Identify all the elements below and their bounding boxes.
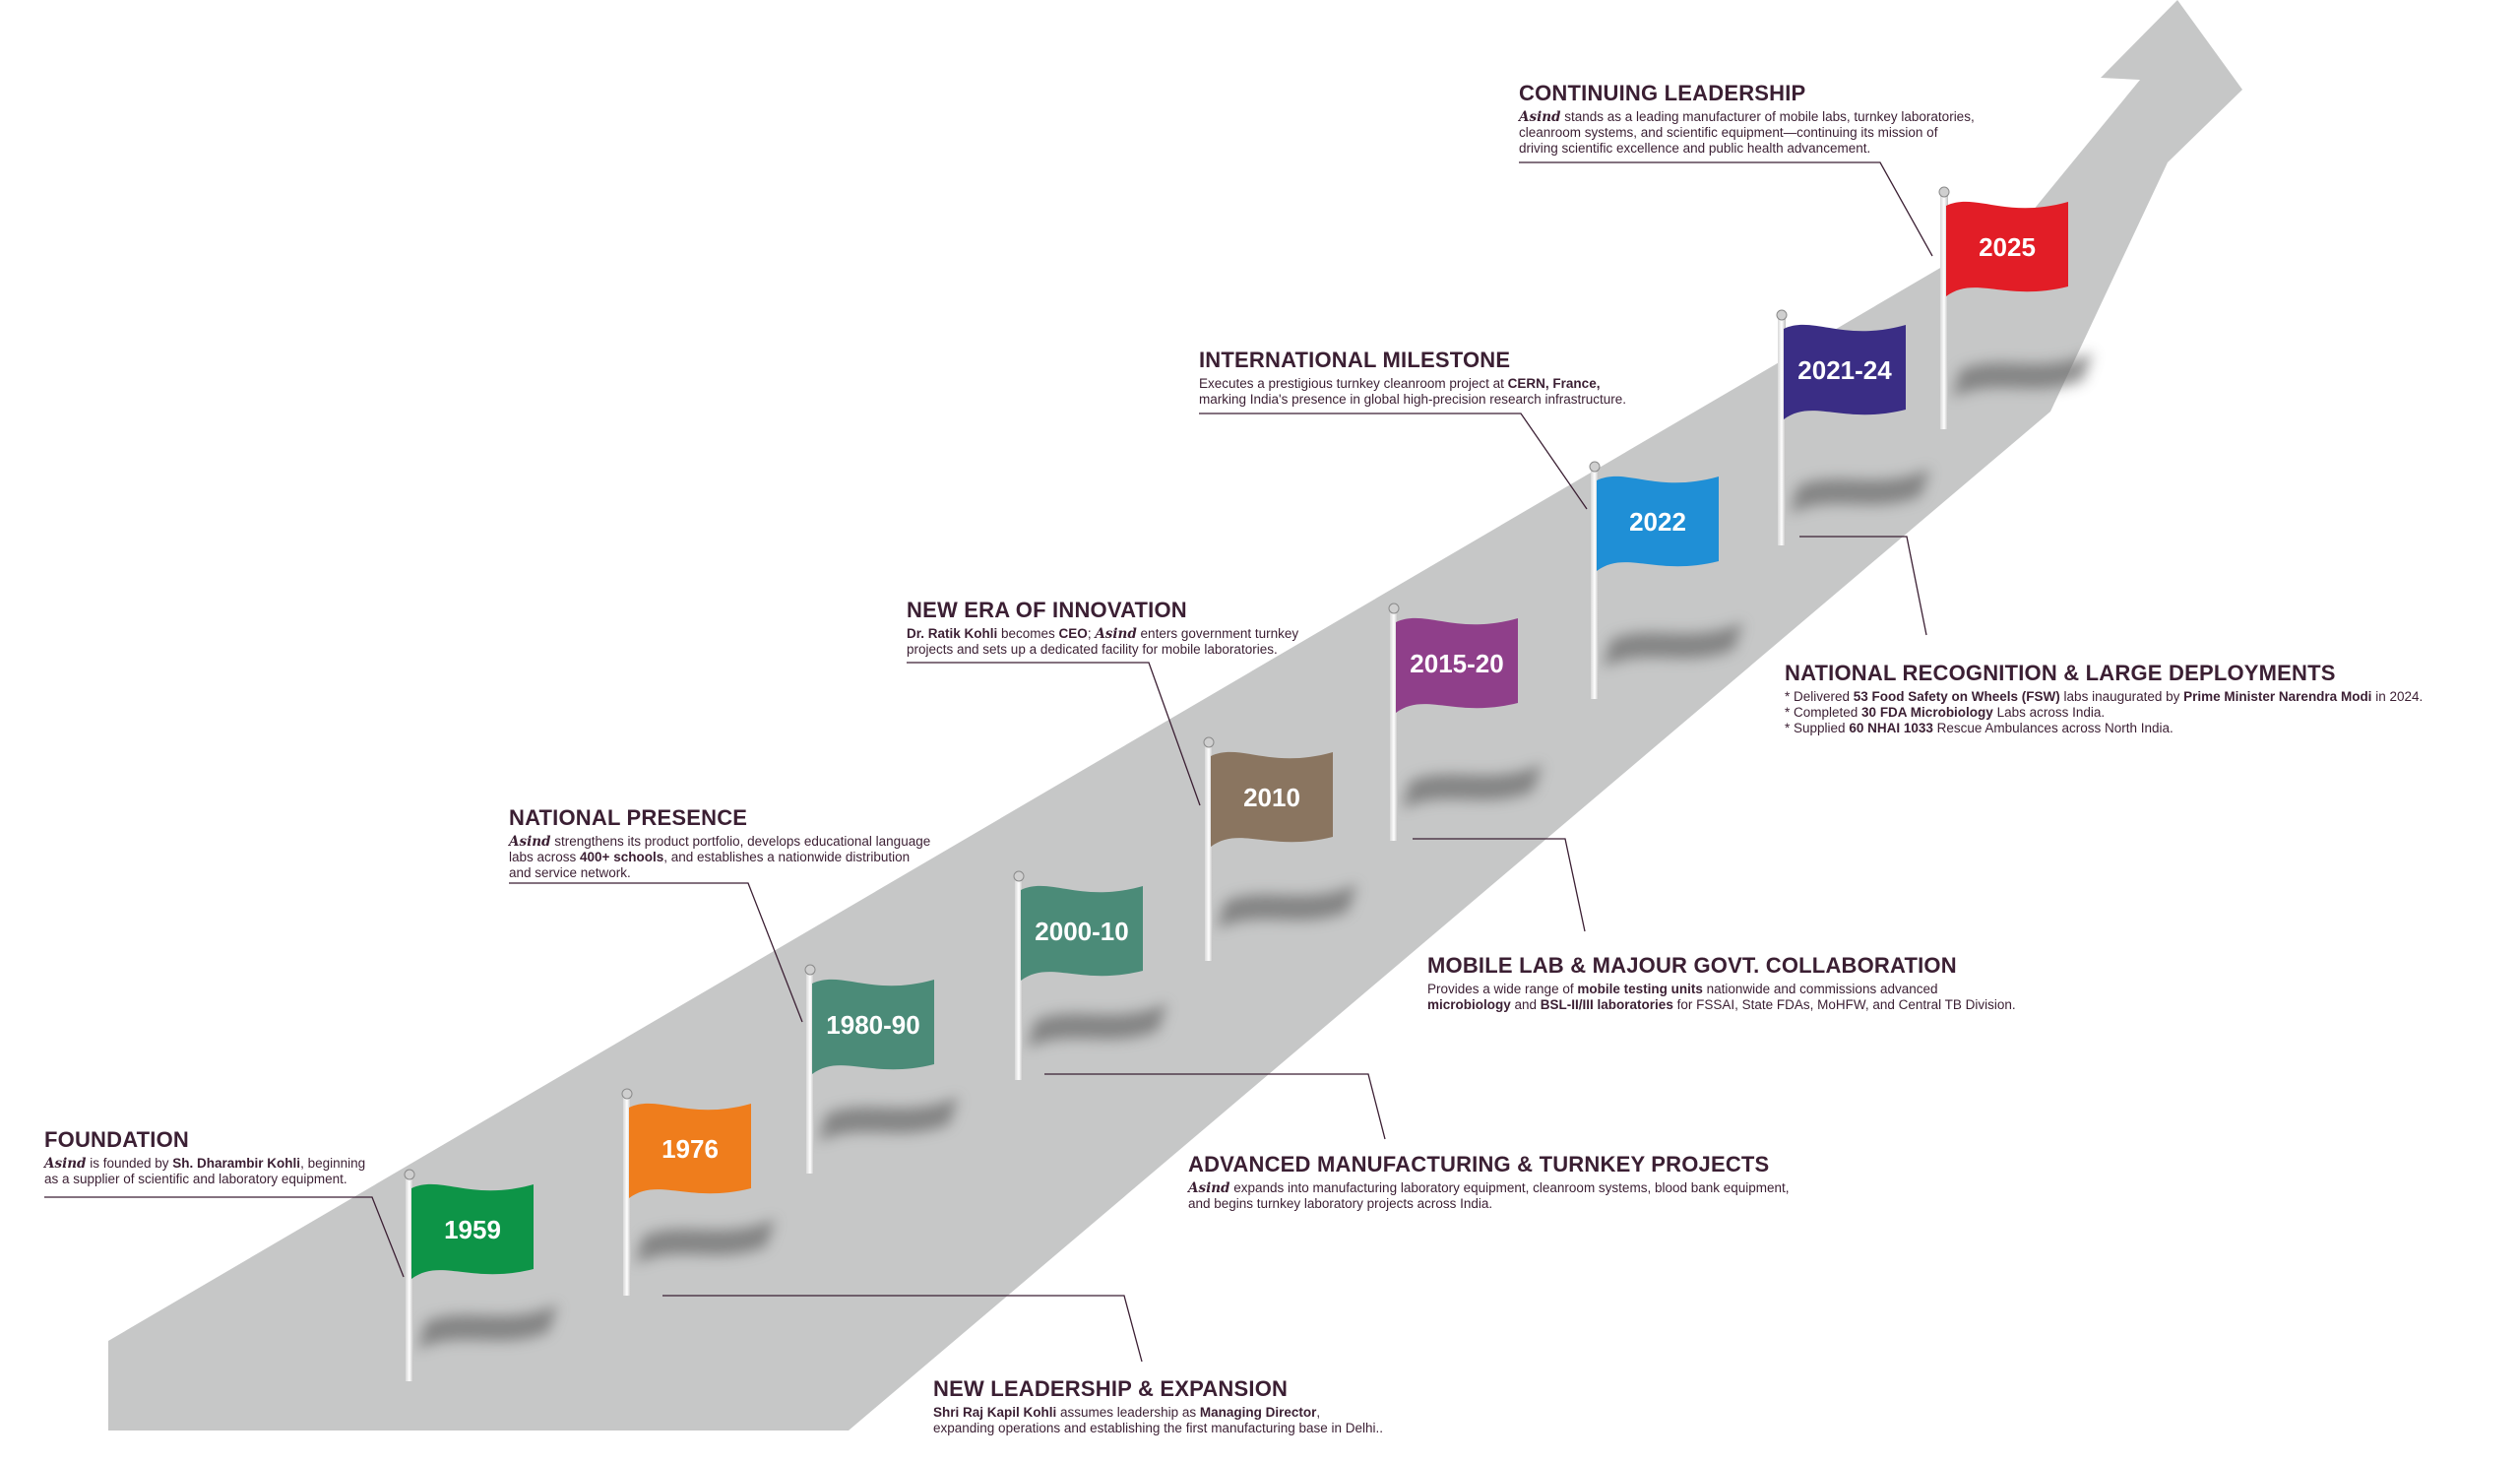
flag-shadow (1217, 884, 1357, 929)
flag-shadow (635, 1219, 776, 1264)
brand-logo-text: Asind (1188, 1180, 1230, 1196)
flag-shadow (1790, 469, 1930, 514)
pole-finial (804, 964, 816, 976)
flag-2021-24: 2021-24 (1776, 309, 1930, 545)
brand-logo-text: Asind (1095, 626, 1137, 642)
connector-foundation (44, 1196, 405, 1278)
flag-pole (806, 972, 814, 1174)
milestone-international: INTERNATIONAL MILESTONE Executes a prest… (1199, 348, 1627, 407)
brand-logo-text: Asind (1519, 109, 1561, 125)
flag-cloth (1597, 476, 1719, 571)
milestone-leadership: NEW LEADERSHIP & EXPANSION Shri Raj Kapi… (933, 1376, 1384, 1435)
connector-mobile (1413, 838, 1586, 932)
flag-year-label: 1959 (444, 1215, 501, 1244)
milestone-innovation: NEW ERA OF INNOVATION Dr. Ratik Kohli be… (907, 598, 1299, 657)
flag-1959: 1959 (404, 1169, 558, 1381)
milestone-manufacturing: ADVANCED MANUFACTURING & TURNKEY PROJECT… (1188, 1152, 1790, 1211)
flag-pole (1015, 878, 1023, 1080)
connector-manufacturing (1044, 1073, 1386, 1140)
flag-year-label: 2010 (1243, 783, 1300, 812)
flag-shadow (417, 1304, 558, 1350)
flag-year-label: 2000-10 (1035, 917, 1128, 946)
flag-shadow (1603, 622, 1743, 667)
milestone-title: NEW ERA OF INNOVATION (907, 598, 1187, 622)
flag-pole (406, 1176, 413, 1381)
milestone-recognition: NATIONAL RECOGNITION & LARGE DEPLOYMENTS… (1785, 661, 2424, 735)
milestone-title: NATIONAL PRESENCE (509, 805, 748, 830)
milestone-title: CONTINUING LEADERSHIP (1519, 81, 1806, 105)
milestone-foundation: FOUNDATION Asind is founded by Sh. Dhara… (44, 1127, 366, 1186)
flag-year-label: 2022 (1629, 507, 1686, 537)
flag-2022: 2022 (1589, 461, 1743, 699)
growth-road (108, 0, 2242, 1430)
flag-cloth (1784, 324, 1906, 419)
pole-finial (1938, 186, 1950, 198)
flag-pole (1390, 610, 1398, 841)
flag-shadow (818, 1097, 959, 1142)
flag-cloth (812, 979, 934, 1074)
connector-lines (44, 161, 1933, 1363)
flag-cloth (1211, 751, 1333, 847)
flag-year-label: 2025 (1979, 232, 2036, 262)
pole-finial (1203, 736, 1215, 748)
flag-cloth (1021, 885, 1143, 981)
flag-cloth (629, 1103, 751, 1198)
flag-shadow (1952, 352, 2093, 398)
pole-finial (1776, 309, 1788, 321)
connector-recognition (1799, 536, 1927, 636)
flag-year-label: 1980-90 (826, 1010, 919, 1040)
connector-leadership (662, 1295, 1143, 1363)
flag-year-label: 2015-20 (1410, 649, 1503, 678)
milestone-title: FOUNDATION (44, 1127, 190, 1152)
flag-2000-10: 2000-10 (1013, 870, 1167, 1080)
milestone-title: NEW LEADERSHIP & EXPANSION (933, 1376, 1289, 1401)
pole-finial (1013, 870, 1025, 882)
flag-pole (1205, 744, 1213, 961)
flag-2025: 2025 (1938, 186, 2093, 429)
flag-pole (1940, 194, 1948, 429)
pole-finial (621, 1088, 633, 1100)
brand-logo-text: Asind (509, 834, 551, 850)
flag-2015-20: 2015-20 (1388, 603, 1543, 841)
flag-cloth (1946, 201, 2068, 296)
pole-finial (1388, 603, 1400, 614)
flag-pole (623, 1096, 631, 1296)
flag-shadow (1027, 1003, 1167, 1049)
connector-international (1199, 413, 1588, 510)
flag-cloth (1396, 617, 1518, 713)
connector-innovation (907, 662, 1201, 806)
pole-finial (404, 1169, 415, 1180)
pole-finial (1589, 461, 1601, 473)
connector-continuing (1519, 161, 1933, 257)
flag-1980-90: 1980-90 (804, 964, 959, 1174)
milestone-title: MOBILE LAB & MAJOUR GOVT. COLLABORATION (1427, 953, 1957, 978)
milestone-title: ADVANCED MANUFACTURING & TURNKEY PROJECT… (1188, 1152, 1770, 1176)
flag-2010: 2010 (1203, 736, 1357, 961)
milestone-national-presence: NATIONAL PRESENCE Asind strengthens its … (509, 805, 931, 880)
flag-year-label: 2021-24 (1797, 355, 1892, 385)
flag-shadow (1402, 764, 1543, 809)
flag-year-label: 1976 (662, 1134, 719, 1164)
milestone-title: NATIONAL RECOGNITION & LARGE DEPLOYMENTS (1785, 661, 2336, 685)
milestone-continuing: CONTINUING LEADERSHIP Asind stands as a … (1519, 81, 1975, 156)
flag-cloth (411, 1183, 534, 1279)
connector-national (509, 882, 803, 1023)
flag-pole (1778, 317, 1786, 545)
milestone-mobile-lab: MOBILE LAB & MAJOUR GOVT. COLLABORATION … (1427, 953, 2016, 1012)
milestone-title: INTERNATIONAL MILESTONE (1199, 348, 1511, 372)
brand-logo-text: Asind (44, 1156, 87, 1172)
flag-pole (1591, 469, 1599, 699)
flag-1976: 1976 (621, 1088, 776, 1296)
milestone-flags: 1959 1976 1980-90 2000-10 2010 2015-20 2022 202… (404, 186, 2093, 1381)
